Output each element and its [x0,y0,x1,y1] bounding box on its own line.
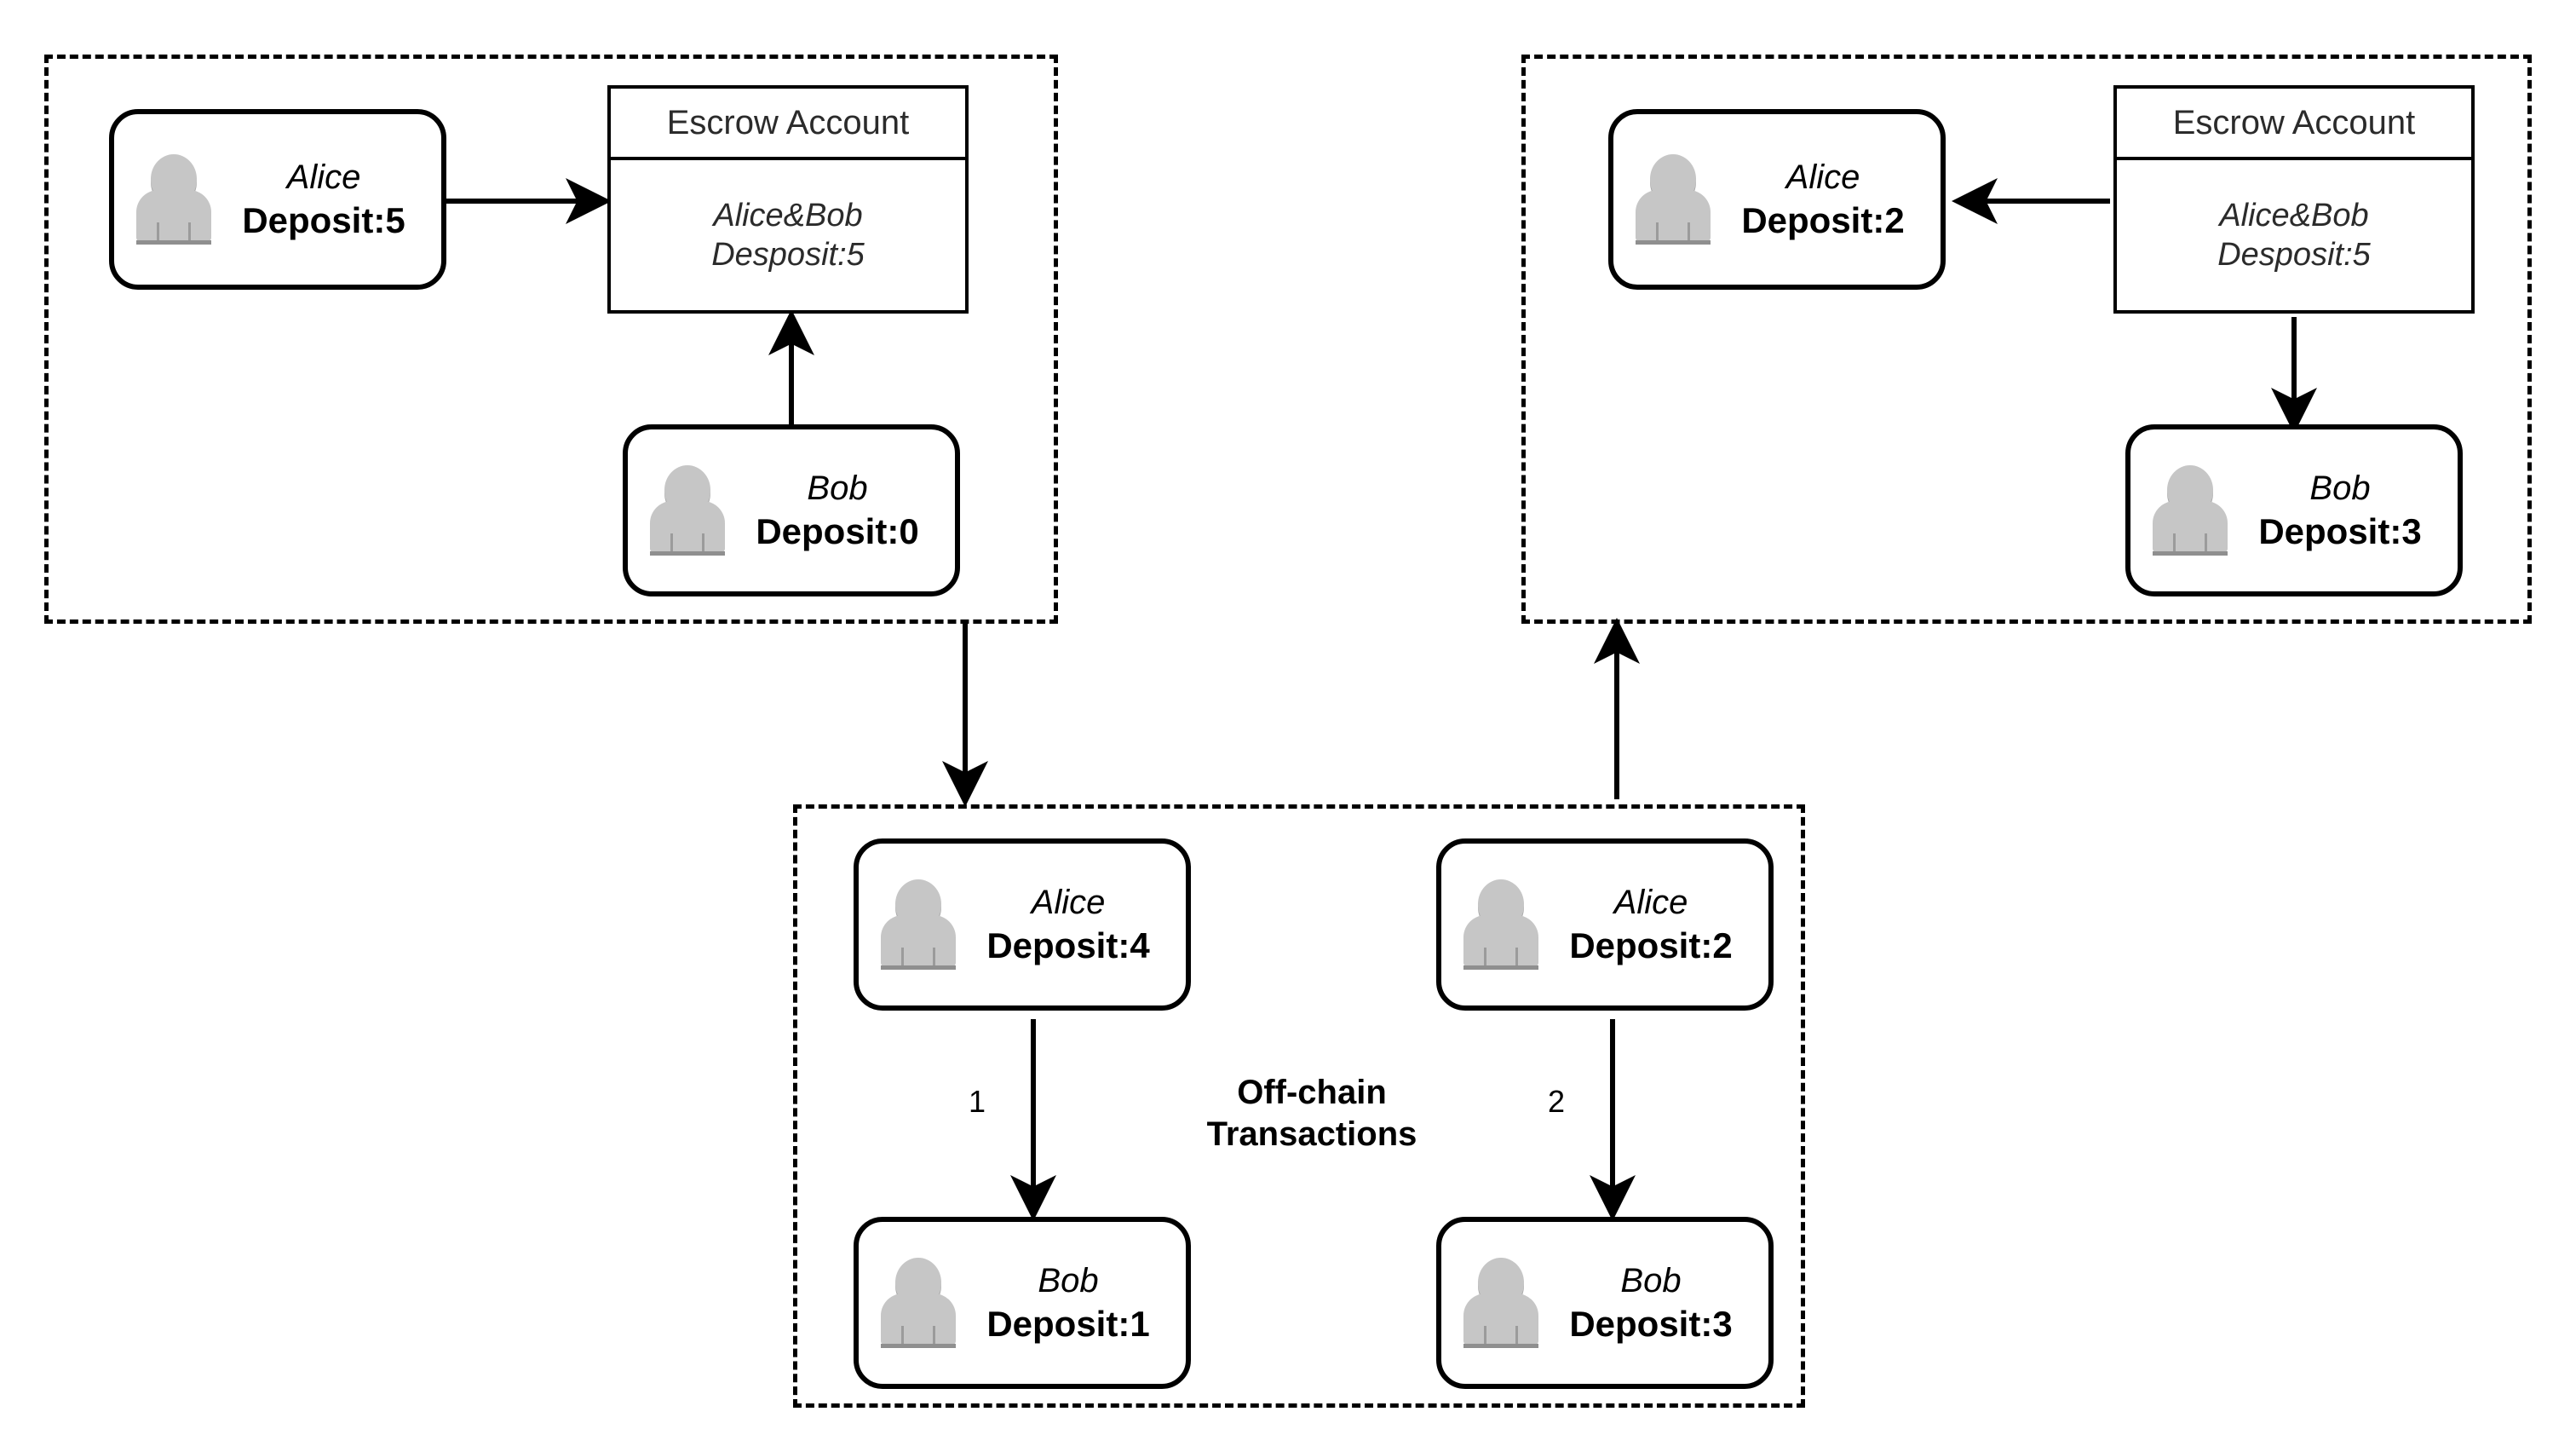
party-card-tx1-bob[interactable]: Bob Deposit:1 [854,1217,1191,1389]
escrow-deposit: Desposit:5 [2217,237,2371,273]
person-icon [1634,153,1712,246]
person-icon [2151,464,2229,557]
on-chain-close-channel-group [1521,55,2532,624]
party-name: Bob [2309,470,2371,508]
party-card-tx1-alice[interactable]: Alice Deposit:4 [854,838,1191,1011]
escrow-account-open[interactable]: Escrow Account Alice&Bob Desposit:5 [607,85,969,314]
party-deposit: Deposit:1 [986,1303,1150,1344]
party-name: Bob [1620,1262,1682,1300]
party-name: Bob [1038,1262,1099,1300]
party-deposit: Deposit:5 [242,199,405,240]
party-card-open-alice[interactable]: Alice Deposit:5 [109,109,446,290]
party-card-text: Bob Deposit:3 [2238,470,2442,551]
party-name: Alice [1785,158,1860,197]
party-card-text: Bob Deposit:1 [966,1262,1170,1344]
person-icon [1462,878,1540,971]
party-card-text: Alice Deposit:5 [221,158,426,240]
edge-label-tx1: 1 [968,1084,986,1119]
person-icon [135,153,213,246]
escrow-header: Escrow Account [611,89,965,160]
party-name: Alice [286,158,361,197]
person-icon [879,878,957,971]
off-chain-transactions-group [793,804,1805,1408]
party-card-tx2-alice[interactable]: Alice Deposit:2 [1436,838,1774,1011]
on-chain-open-channel-group [44,55,1058,624]
party-card-tx2-bob[interactable]: Bob Deposit:3 [1436,1217,1774,1389]
party-card-text: Alice Deposit:4 [966,884,1170,965]
escrow-owners: Alice&Bob [2219,197,2369,233]
party-card-close-alice[interactable]: Alice Deposit:2 [1608,109,1946,290]
escrow-header: Escrow Account [2117,89,2471,160]
escrow-body: Alice&Bob Desposit:5 [2117,160,2471,310]
escrow-body: Alice&Bob Desposit:5 [611,160,965,310]
person-icon [1462,1256,1540,1350]
person-icon [879,1256,957,1350]
party-name: Alice [1031,884,1106,922]
party-card-close-bob[interactable]: Bob Deposit:3 [2125,424,2463,596]
escrow-account-close[interactable]: Escrow Account Alice&Bob Desposit:5 [2113,85,2475,314]
escrow-deposit: Desposit:5 [711,237,865,273]
edge-label-tx2: 2 [1547,1084,1566,1119]
party-deposit: Deposit:3 [2258,510,2422,551]
off-chain-transactions-label: Off-chain Transactions [1206,1074,1417,1153]
party-card-text: Bob Deposit:3 [1549,1262,1753,1344]
party-card-text: Bob Deposit:0 [735,470,940,551]
person-icon [648,464,727,557]
party-name: Bob [807,470,868,508]
party-name: Alice [1613,884,1688,922]
escrow-owners: Alice&Bob [713,197,863,233]
party-card-text: Alice Deposit:2 [1549,884,1753,965]
party-deposit: Deposit:2 [1569,925,1733,965]
party-deposit: Deposit:2 [1741,199,1905,240]
party-card-open-bob[interactable]: Bob Deposit:0 [623,424,960,596]
party-deposit: Deposit:4 [986,925,1150,965]
party-deposit: Deposit:0 [756,510,919,551]
party-card-text: Alice Deposit:2 [1721,158,1925,240]
party-deposit: Deposit:3 [1569,1303,1733,1344]
